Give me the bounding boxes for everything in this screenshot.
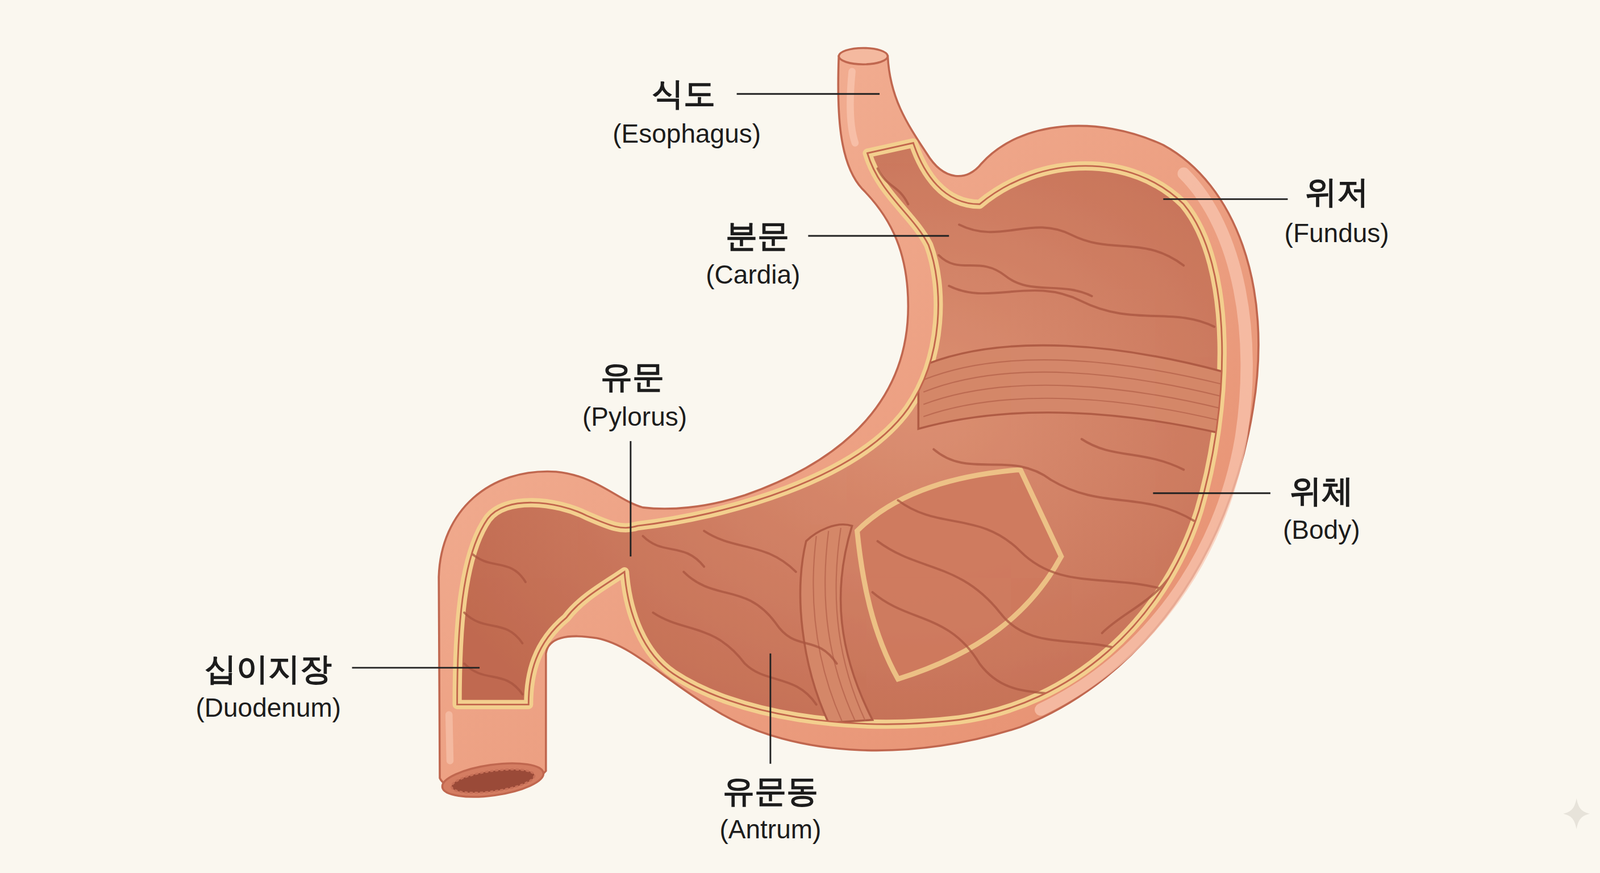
duodenum-highlight	[448, 714, 450, 761]
part-name: 위체	[1289, 473, 1354, 509]
part-name: 유문	[600, 359, 665, 395]
rugae-folds	[464, 168, 1215, 704]
part-name: 분문	[725, 218, 790, 254]
sparkle-mark	[1563, 798, 1590, 829]
leader-line	[629, 440, 632, 557]
leader-line	[807, 235, 949, 237]
esophagus-highlight	[850, 71, 856, 144]
part-name-english: (Duodenum)	[195, 693, 341, 723]
muscle-band	[918, 345, 1245, 440]
mucosa-panel	[857, 469, 1062, 679]
leader-line	[736, 93, 880, 95]
part-name: 식도	[651, 76, 716, 112]
part-name: 유문동	[722, 773, 819, 809]
muscle-striations	[813, 527, 866, 722]
stomach-outer-wall	[438, 56, 1259, 791]
leader-lines	[352, 93, 1289, 764]
duodenum-opening	[440, 757, 546, 802]
muscle-striations	[923, 359, 1245, 427]
part-name-english: (Fundus)	[1284, 218, 1390, 248]
part-name: 위저	[1305, 174, 1369, 210]
part-name-english: (Esophagus)	[612, 119, 761, 149]
leader-line	[1152, 492, 1271, 494]
part-name-english: (Body)	[1282, 515, 1360, 545]
leader-line	[352, 666, 480, 669]
part-name-english: (Pylorus)	[582, 402, 687, 432]
leader-line	[769, 653, 772, 764]
leader-line	[1163, 198, 1288, 200]
stomach-cavity	[457, 143, 1223, 725]
part-name: 십이지장	[204, 651, 332, 687]
cut-wall-rim	[457, 143, 1223, 725]
esophagus-opening	[838, 47, 888, 65]
part-name-english: (Antrum)	[719, 814, 822, 844]
cavity-detail	[464, 168, 1245, 723]
part-name-english: (Cardia)	[705, 260, 800, 290]
